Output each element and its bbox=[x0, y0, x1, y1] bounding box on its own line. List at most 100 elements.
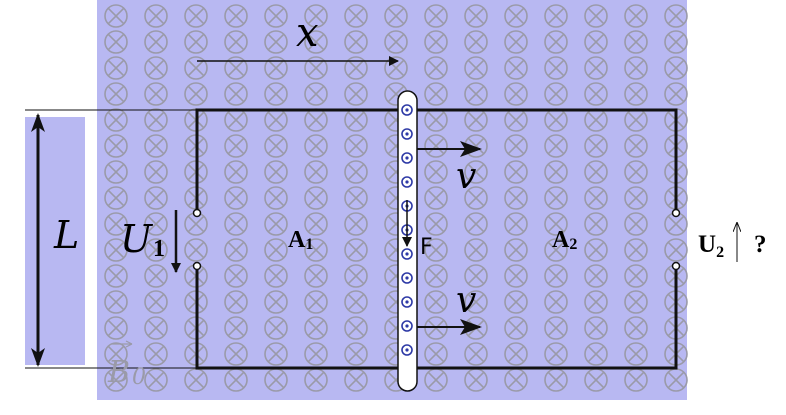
cross-in-circle-icon bbox=[144, 134, 168, 158]
cross-in-circle-icon bbox=[624, 134, 648, 158]
cross-in-circle-icon bbox=[304, 134, 328, 158]
cross-in-circle-icon bbox=[144, 56, 168, 80]
cross-in-circle-icon bbox=[224, 212, 248, 236]
cross-in-circle-icon bbox=[264, 56, 288, 80]
cross-in-circle-icon bbox=[264, 238, 288, 262]
cross-in-circle-icon bbox=[304, 238, 328, 262]
field-symbol-grid bbox=[104, 4, 688, 392]
cross-in-circle-icon bbox=[144, 186, 168, 210]
force-label: F bbox=[420, 235, 433, 260]
cross-in-circle-icon bbox=[264, 316, 288, 340]
cross-in-circle-icon bbox=[544, 316, 568, 340]
cross-in-circle-icon bbox=[504, 160, 528, 184]
x-label: x bbox=[296, 10, 319, 56]
cross-in-circle-icon bbox=[504, 30, 528, 54]
cross-in-circle-icon bbox=[504, 290, 528, 314]
cross-in-circle-icon bbox=[464, 342, 488, 366]
cross-in-circle-icon bbox=[344, 160, 368, 184]
a1-label: A1 bbox=[288, 227, 313, 253]
cross-in-circle-icon bbox=[224, 30, 248, 54]
terminal-left-top bbox=[192, 208, 202, 218]
circuit-wire-right-bottom bbox=[407, 266, 678, 370]
cross-in-circle-icon bbox=[584, 238, 608, 262]
cross-in-circle-icon bbox=[424, 160, 448, 184]
cross-in-circle-icon bbox=[424, 56, 448, 80]
cross-in-circle-icon bbox=[424, 264, 448, 288]
cross-in-circle-icon bbox=[104, 212, 128, 236]
circuit-wire-left bbox=[195, 108, 407, 212]
cross-in-circle-icon bbox=[144, 368, 168, 392]
cross-in-circle-icon bbox=[104, 186, 128, 210]
cross-in-circle-icon bbox=[504, 82, 528, 106]
cross-in-circle-icon bbox=[104, 134, 128, 158]
cross-in-circle-icon bbox=[584, 82, 608, 106]
cross-in-circle-icon bbox=[184, 82, 208, 106]
cross-in-circle-icon bbox=[584, 290, 608, 314]
cross-in-circle-icon bbox=[344, 264, 368, 288]
dot-in-circle-icon bbox=[401, 344, 413, 356]
b0-vector-arrow bbox=[112, 340, 133, 348]
cross-in-circle-icon bbox=[464, 56, 488, 80]
dot-in-circle-icon bbox=[401, 272, 413, 284]
dot-in-circle-icon bbox=[401, 296, 413, 308]
cross-in-circle-icon bbox=[344, 186, 368, 210]
cross-in-circle-icon bbox=[344, 238, 368, 262]
cross-in-circle-icon bbox=[384, 30, 408, 54]
cross-in-circle-icon bbox=[344, 4, 368, 28]
velocity-label-top: v bbox=[456, 156, 476, 197]
cross-in-circle-icon bbox=[624, 238, 648, 262]
cross-in-circle-icon bbox=[504, 56, 528, 80]
cross-in-circle-icon bbox=[104, 160, 128, 184]
cross-in-circle-icon bbox=[304, 186, 328, 210]
cross-in-circle-icon bbox=[424, 212, 448, 236]
cross-in-circle-icon bbox=[664, 56, 688, 80]
cross-in-circle-icon bbox=[464, 82, 488, 106]
cross-in-circle-icon bbox=[344, 30, 368, 54]
cross-in-circle-icon bbox=[304, 264, 328, 288]
cross-in-circle-icon bbox=[264, 342, 288, 366]
cross-in-circle-icon bbox=[464, 264, 488, 288]
cross-in-circle-icon bbox=[224, 4, 248, 28]
cross-in-circle-icon bbox=[544, 160, 568, 184]
cross-in-circle-icon bbox=[264, 212, 288, 236]
cross-in-circle-icon bbox=[544, 82, 568, 106]
cross-in-circle-icon bbox=[424, 238, 448, 262]
cross-in-circle-icon bbox=[224, 238, 248, 262]
u2-label: U2 bbox=[698, 231, 724, 261]
cross-in-circle-icon bbox=[624, 4, 648, 28]
cross-in-circle-icon bbox=[464, 238, 488, 262]
cross-in-circle-icon bbox=[464, 212, 488, 236]
cross-in-circle-icon bbox=[664, 30, 688, 54]
dot-in-circle-icon bbox=[401, 248, 413, 260]
cross-in-circle-icon bbox=[544, 238, 568, 262]
cross-in-circle-icon bbox=[104, 290, 128, 314]
cross-in-circle-icon bbox=[264, 264, 288, 288]
length-arrowhead-bottom bbox=[31, 348, 45, 367]
cross-in-circle-icon bbox=[544, 134, 568, 158]
cross-in-circle-icon bbox=[584, 4, 608, 28]
cross-in-circle-icon bbox=[544, 186, 568, 210]
cross-in-circle-icon bbox=[504, 264, 528, 288]
cross-in-circle-icon bbox=[264, 4, 288, 28]
circuit-wire-left-bottom bbox=[195, 266, 407, 370]
cross-in-circle-icon bbox=[224, 342, 248, 366]
cross-in-circle-icon bbox=[584, 186, 608, 210]
cross-in-circle-icon bbox=[624, 82, 648, 106]
cross-in-circle-icon bbox=[624, 316, 648, 340]
cross-in-circle-icon bbox=[584, 342, 608, 366]
cross-in-circle-icon bbox=[584, 160, 608, 184]
cross-in-circle-icon bbox=[624, 290, 648, 314]
cross-in-circle-icon bbox=[184, 30, 208, 54]
cross-in-circle-icon bbox=[144, 160, 168, 184]
dot-in-circle-icon bbox=[401, 176, 413, 188]
cross-in-circle-icon bbox=[584, 30, 608, 54]
cross-in-circle-icon bbox=[584, 212, 608, 236]
cross-in-circle-icon bbox=[304, 30, 328, 54]
cross-in-circle-icon bbox=[144, 238, 168, 262]
cross-in-circle-icon bbox=[344, 134, 368, 158]
length-arrowhead-top bbox=[31, 113, 45, 132]
cross-in-circle-icon bbox=[504, 238, 528, 262]
cross-in-circle-icon bbox=[544, 290, 568, 314]
cross-in-circle-icon bbox=[264, 82, 288, 106]
